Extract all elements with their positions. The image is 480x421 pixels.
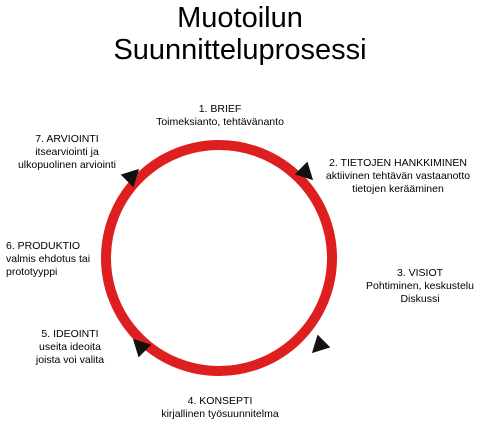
step-brief: 1. BRIEF Toimeksianto, tehtävänanto <box>145 103 295 129</box>
step-produktio-heading: 6. PRODUKTIO <box>6 240 81 252</box>
step-visiot-line-1: Pohtiminen, keskustelu <box>366 280 474 292</box>
step-ideointi: 5. IDEOINTI useita ideoita joista voi va… <box>30 328 110 367</box>
step-produktio-line-2: prototyyppi <box>6 266 58 278</box>
step-konsepti-heading: 4. KONSEPTI <box>187 395 253 407</box>
step-produktio-line-1: valmis ehdotus tai <box>6 253 91 265</box>
step-tietojen-line-2: tietojen kerääminen <box>352 183 444 195</box>
step-ideointi-line-1: useita ideoita <box>39 341 101 353</box>
step-tietojen-hankkiminen: 2. TIETOJEN HANKKIMINEN aktiivinen tehtä… <box>322 157 474 196</box>
step-ideointi-line-2: joista voi valita <box>35 354 105 366</box>
step-konsepti-line: kirjallinen työsuunnitelma <box>161 408 279 420</box>
arrow-to-step-5 <box>132 338 152 358</box>
step-arviointi-heading: 7. ARVIOINTI <box>35 133 99 145</box>
step-visiot-line-2: Diskussi <box>400 293 440 305</box>
step-arviointi-line-1: itsearviointi ja <box>35 146 99 158</box>
step-tietojen-heading: 2. TIETOJEN HANKKIMINEN <box>329 157 467 169</box>
step-arviointi-line-2: ulkopuolinen arviointi <box>17 159 117 171</box>
step-arviointi: 7. ARVIOINTI itsearviointi ja ulkopuolin… <box>2 133 132 172</box>
step-tietojen-line-1: aktiivinen tehtävän vastaanotto <box>325 170 471 182</box>
title-line-2: Suunnitteluprosessi <box>113 34 367 66</box>
process-ring <box>101 140 337 376</box>
arrow-to-step-4 <box>311 334 331 354</box>
step-ideointi-heading: 5. IDEOINTI <box>41 328 99 340</box>
arrow-to-step-7 <box>120 168 140 188</box>
step-brief-heading: 1. BRIEF <box>198 103 242 115</box>
step-visiot-heading: 3. VISIOT <box>396 267 444 279</box>
step-konsepti: 4. KONSEPTI kirjallinen työsuunnitelma <box>150 395 290 421</box>
step-produktio: 6. PRODUKTIO valmis ehdotus tai prototyy… <box>6 240 116 279</box>
step-visiot: 3. VISIOT Pohtiminen, keskustelu Diskuss… <box>362 267 478 306</box>
step-brief-line: Toimeksianto, tehtävänanto <box>156 116 284 128</box>
title-line-1: Muotoilun <box>177 2 303 34</box>
arrow-to-step-2 <box>294 161 314 181</box>
